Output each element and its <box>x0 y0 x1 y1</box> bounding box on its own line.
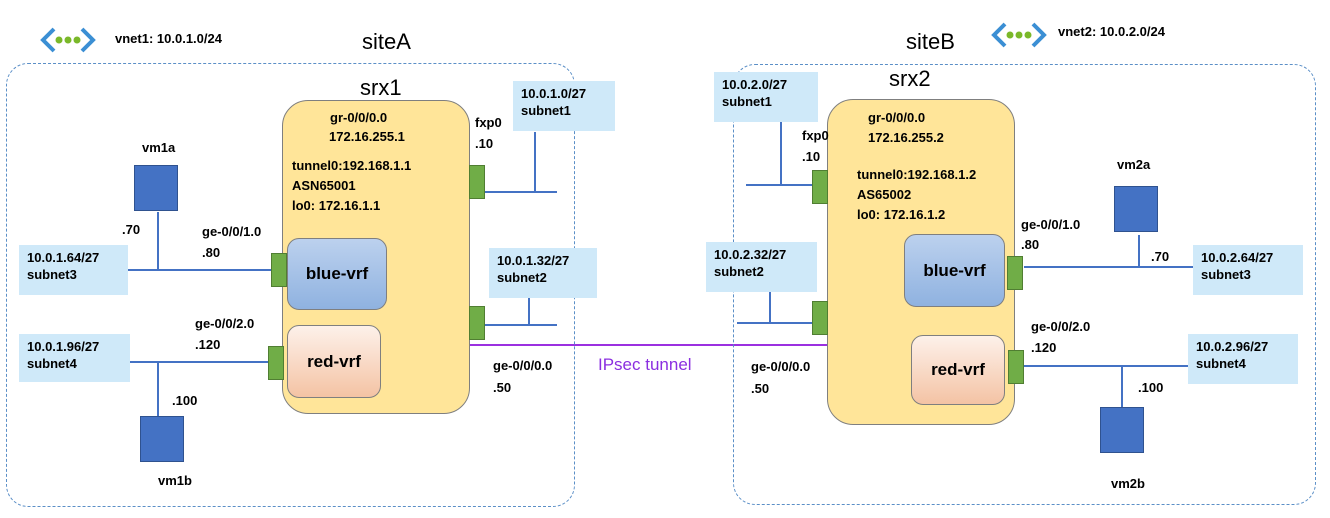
vm2a-name: vm2a <box>1117 157 1151 172</box>
srx1-ge010-name: ge-0/0/1.0 <box>202 224 262 239</box>
ipsec-tunnel-label: IPsec tunnel <box>598 355 692 374</box>
subnet-name: subnet4 <box>1196 356 1246 371</box>
srx1-fxp0-ip: .10 <box>475 136 494 151</box>
srx2-fxp0-name: fxp0 <box>802 128 829 143</box>
site-b-subnet2: 10.0.2.32/27 subnet2 <box>706 242 817 292</box>
srx2-gr-interface: gr-0/0/0.0 <box>868 110 926 125</box>
srx2-fxp0-ip: .10 <box>802 149 821 164</box>
srx2-ge020-name: ge-0/0/2.0 <box>1031 319 1091 334</box>
vm1b-icon <box>140 416 184 462</box>
srx2-ge010-port <box>1007 256 1023 290</box>
vm1a-ip: .70 <box>122 222 141 237</box>
subnet-name: subnet4 <box>27 356 77 371</box>
srx1-gr-interface: gr-0/0/0.0 <box>330 110 388 125</box>
site-a-subnet3: 10.0.1.64/27 subnet3 <box>19 245 128 295</box>
vm1b-name: vm1b <box>158 473 192 488</box>
subnet-cidr: 10.0.1.96/27 <box>27 339 100 354</box>
srx1-ge010-port <box>271 253 287 287</box>
site-a-title: siteA <box>362 29 411 54</box>
srx2-gr-ip: 172.16.255.2 <box>868 130 944 145</box>
site-a-subnet4: 10.0.1.96/27 subnet4 <box>19 334 130 382</box>
srx1-ge010-ip: .80 <box>202 245 221 260</box>
vnet-icon <box>40 27 96 53</box>
vnet1-label: vnet1: 10.0.1.0/24 <box>115 31 222 46</box>
subnet-cidr: 10.0.1.64/27 <box>27 250 100 265</box>
vm1a-icon <box>134 165 178 211</box>
srx2-ge000-name: ge-0/0/0.0 <box>751 359 811 374</box>
site-b-subnet1: 10.0.2.0/27 subnet1 <box>714 72 818 122</box>
subnet-name: subnet3 <box>27 267 77 282</box>
srx1-fxp0-name: fxp0 <box>475 115 502 130</box>
subnet-name: subnet3 <box>1201 267 1251 282</box>
srx1-ge000-ip: .50 <box>493 380 512 395</box>
site-b-subnet4: 10.0.2.96/27 subnet4 <box>1188 334 1298 384</box>
srx1-red-vrf: red-vrf <box>287 325 381 398</box>
srx1-loopback: lo0: 172.16.1.1 <box>292 198 381 213</box>
vm2a-ip: .70 <box>1151 249 1170 264</box>
srx1-ge020-port <box>268 346 284 380</box>
srx1-tunnel: tunnel0:192.168.1.1 <box>292 158 412 173</box>
srx1-ge020-name: ge-0/0/2.0 <box>195 316 255 331</box>
vm1b-ip: .100 <box>172 393 198 408</box>
srx2-ge010-ip: .80 <box>1021 237 1040 252</box>
site-b-title: siteB <box>906 29 955 54</box>
subnet-cidr: 10.0.1.32/27 <box>497 253 570 268</box>
srx2-red-vrf: red-vrf <box>911 335 1005 405</box>
vm2b-name: vm2b <box>1111 476 1145 491</box>
srx2-loopback: lo0: 172.16.1.2 <box>857 207 946 222</box>
vm2b-ip: .100 <box>1138 380 1164 395</box>
srx2-ge020-ip: .120 <box>1031 340 1057 355</box>
subnet-name: subnet2 <box>714 264 764 279</box>
subnet-cidr: 10.0.2.0/27 <box>722 77 788 92</box>
site-a-subnet1: 10.0.1.0/27 subnet1 <box>513 81 615 131</box>
srx1-ge020-ip: .120 <box>195 337 221 352</box>
vm1a-name: vm1a <box>142 140 176 155</box>
srx2-title: srx2 <box>889 66 931 91</box>
srx2-ge000-ip: .50 <box>751 381 770 396</box>
srx1-title: srx1 <box>360 75 402 100</box>
srx1-blue-vrf: blue-vrf <box>287 238 387 310</box>
vm2a-icon <box>1114 186 1158 232</box>
srx1-asn: ASN65001 <box>292 178 356 193</box>
srx2-fxp0-port <box>812 170 828 204</box>
subnet-name: subnet2 <box>497 270 547 285</box>
srx2-blue-vrf: blue-vrf <box>904 234 1005 307</box>
srx2-asn: AS65002 <box>857 187 912 202</box>
vm2b-icon <box>1100 407 1144 453</box>
subnet-cidr: 10.0.2.64/27 <box>1201 250 1274 265</box>
subnet-cidr: 10.0.2.32/27 <box>714 247 787 262</box>
subnet-cidr: 10.0.2.96/27 <box>1196 339 1269 354</box>
vnet-icon <box>991 22 1047 48</box>
subnet-name: subnet1 <box>521 103 571 118</box>
vnet2-label: vnet2: 10.0.2.0/24 <box>1058 24 1165 39</box>
site-b-subnet3: 10.0.2.64/27 subnet3 <box>1193 245 1303 295</box>
srx2-ge000-port <box>812 301 828 335</box>
srx1-gr-ip: 172.16.255.1 <box>329 129 405 144</box>
srx1-ge000-name: ge-0/0/0.0 <box>493 358 553 373</box>
site-a-subnet2: 10.0.1.32/27 subnet2 <box>489 248 597 298</box>
srx1-fxp0-port <box>469 165 485 199</box>
srx1-ge000-port <box>469 306 485 340</box>
subnet-cidr: 10.0.1.0/27 <box>521 86 587 101</box>
srx2-ge020-port <box>1008 350 1024 384</box>
srx2-tunnel: tunnel0:192.168.1.2 <box>857 167 977 182</box>
subnet-name: subnet1 <box>722 94 772 109</box>
srx2-ge010-name: ge-0/0/1.0 <box>1021 217 1081 232</box>
